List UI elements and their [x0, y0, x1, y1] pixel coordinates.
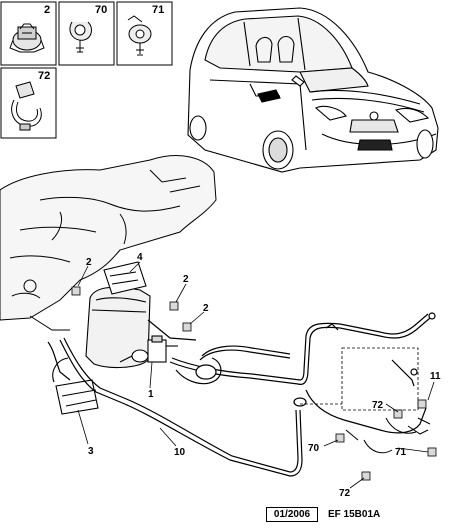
detail-guide-lines — [300, 347, 419, 411]
clip-part-icon — [9, 23, 45, 53]
fuel-tank — [0, 155, 217, 331]
callout-70: 70 — [308, 443, 320, 454]
marker-2c — [182, 322, 192, 332]
thumbnail-70: 70 — [58, 1, 115, 66]
reference-markers — [71, 286, 437, 481]
pipe-clip-icon — [127, 15, 152, 56]
thumbnail-2: 2 — [0, 1, 57, 66]
callout-2c: 2 — [203, 303, 209, 314]
canister-assembly — [52, 261, 178, 415]
thumbnail-71: 71 — [116, 1, 173, 66]
marker-2a — [71, 286, 81, 296]
callout-1: 1 — [148, 389, 154, 400]
marker-71 — [427, 447, 437, 457]
footer-date: 01/2006 — [266, 507, 318, 522]
callout-2a: 2 — [86, 257, 92, 268]
thumbnail-72-label: 72 — [38, 70, 50, 82]
marker-2b — [169, 301, 179, 311]
vehicle-illustration — [187, 7, 439, 173]
marker-70 — [335, 433, 345, 443]
marker-11 — [417, 399, 427, 409]
thumbnail-2-label: 2 — [44, 4, 50, 16]
callout-72b: 72 — [339, 488, 351, 499]
marker-72b — [361, 471, 371, 481]
callout-3: 3 — [88, 446, 94, 457]
vapour-pipes — [47, 312, 436, 477]
thumbnail-70-label: 70 — [95, 4, 107, 16]
thumbnail-72: 72 — [0, 67, 57, 139]
callout-2b: 2 — [183, 274, 189, 285]
callout-numbers: 4 2 2 2 1 3 10 11 72 70 71 72 — [86, 252, 441, 499]
strap-clip-icon — [11, 81, 42, 131]
hose-clip-icon — [69, 21, 92, 53]
thumbnail-71-label: 71 — [152, 4, 164, 16]
callout-10: 10 — [174, 447, 186, 458]
footer-code: EF 15B01A — [328, 509, 381, 520]
callout-72a: 72 — [372, 400, 384, 411]
leader-lines — [77, 261, 435, 489]
callout-11: 11 — [430, 371, 441, 382]
callout-4: 4 — [137, 252, 143, 263]
marker-72a — [393, 409, 403, 419]
callout-71: 71 — [395, 447, 407, 458]
clip-details — [345, 417, 431, 454]
